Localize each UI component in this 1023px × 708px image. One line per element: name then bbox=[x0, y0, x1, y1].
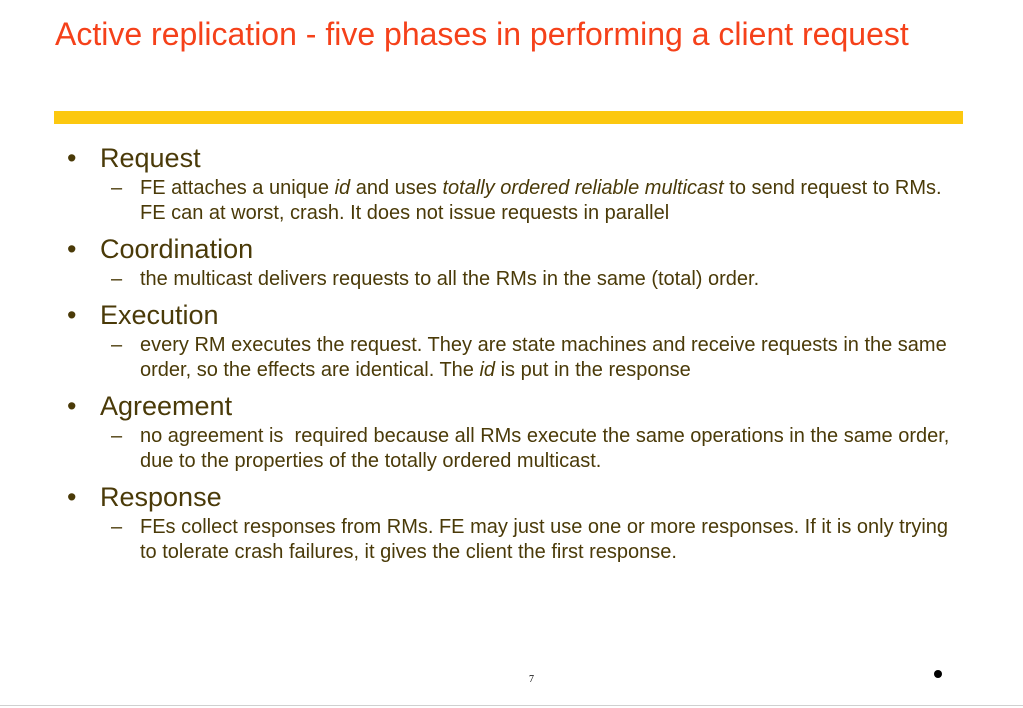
text-run-italic: totally ordered reliable multicast bbox=[442, 177, 724, 199]
sub-bullet-dash: – bbox=[111, 516, 123, 538]
sub-bullet-request: – FE attaches a unique id and uses total… bbox=[63, 176, 963, 226]
bullet-heading: Execution bbox=[100, 300, 219, 330]
bullet-response: • Response bbox=[63, 480, 963, 514]
corner-dot bbox=[934, 670, 942, 678]
text-run: to send request to RMs. FE can at worst,… bbox=[140, 177, 942, 224]
text-run: is put in the response bbox=[495, 359, 691, 381]
bullet-dot: • bbox=[67, 143, 77, 173]
sub-bullet-dash: – bbox=[111, 334, 123, 356]
sub-bullet-response: – FEs collect responses from RMs. FE may… bbox=[63, 515, 963, 565]
bullet-dot: • bbox=[67, 300, 77, 330]
bullet-request: • Request bbox=[63, 141, 963, 175]
text-run: and uses bbox=[350, 177, 443, 199]
sub-bullet-text: no agreement is required because all RMs… bbox=[140, 425, 955, 472]
bullet-coordination: • Coordination bbox=[63, 232, 963, 266]
bullet-dot: • bbox=[67, 234, 77, 264]
bullet-heading: Request bbox=[100, 143, 201, 173]
text-run: every RM executes the request. They are … bbox=[140, 334, 947, 381]
sub-bullet-text: every RM executes the request. They are … bbox=[140, 334, 947, 381]
sub-bullet-text: FEs collect responses from RMs. FE may j… bbox=[140, 516, 949, 563]
sub-bullet-text: the multicast delivers requests to all t… bbox=[140, 268, 760, 290]
slide-title: Active replication - five phases in perf… bbox=[55, 16, 909, 52]
sub-bullet-agreement: – no agreement is required because all R… bbox=[63, 424, 963, 474]
sub-bullet-dash: – bbox=[111, 425, 123, 447]
sub-bullet-dash: – bbox=[111, 177, 123, 199]
bullet-dot: • bbox=[67, 391, 77, 421]
page-number: 7 bbox=[529, 674, 534, 685]
sub-bullet-coordination: – the multicast delivers requests to all… bbox=[63, 267, 963, 292]
sub-bullet-text: FE attaches a unique id and uses totally… bbox=[140, 177, 942, 224]
bullet-heading: Response bbox=[100, 482, 222, 512]
bullet-dot: • bbox=[67, 482, 77, 512]
text-run: FE attaches a unique bbox=[140, 177, 335, 199]
bullet-heading: Agreement bbox=[100, 391, 233, 421]
bullet-agreement: • Agreement bbox=[63, 389, 963, 423]
title-underline-bar bbox=[54, 111, 963, 124]
bullet-list: • Request – FE attaches a unique id and … bbox=[63, 141, 963, 565]
bullet-heading: Coordination bbox=[100, 234, 254, 264]
text-run-italic: id bbox=[479, 359, 496, 381]
bullet-execution: • Execution bbox=[63, 298, 963, 332]
sub-bullet-dash: – bbox=[111, 268, 123, 290]
sub-bullet-execution: – every RM executes the request. They ar… bbox=[63, 333, 963, 383]
text-run-italic: id bbox=[334, 177, 351, 199]
bottom-border bbox=[0, 705, 1023, 706]
